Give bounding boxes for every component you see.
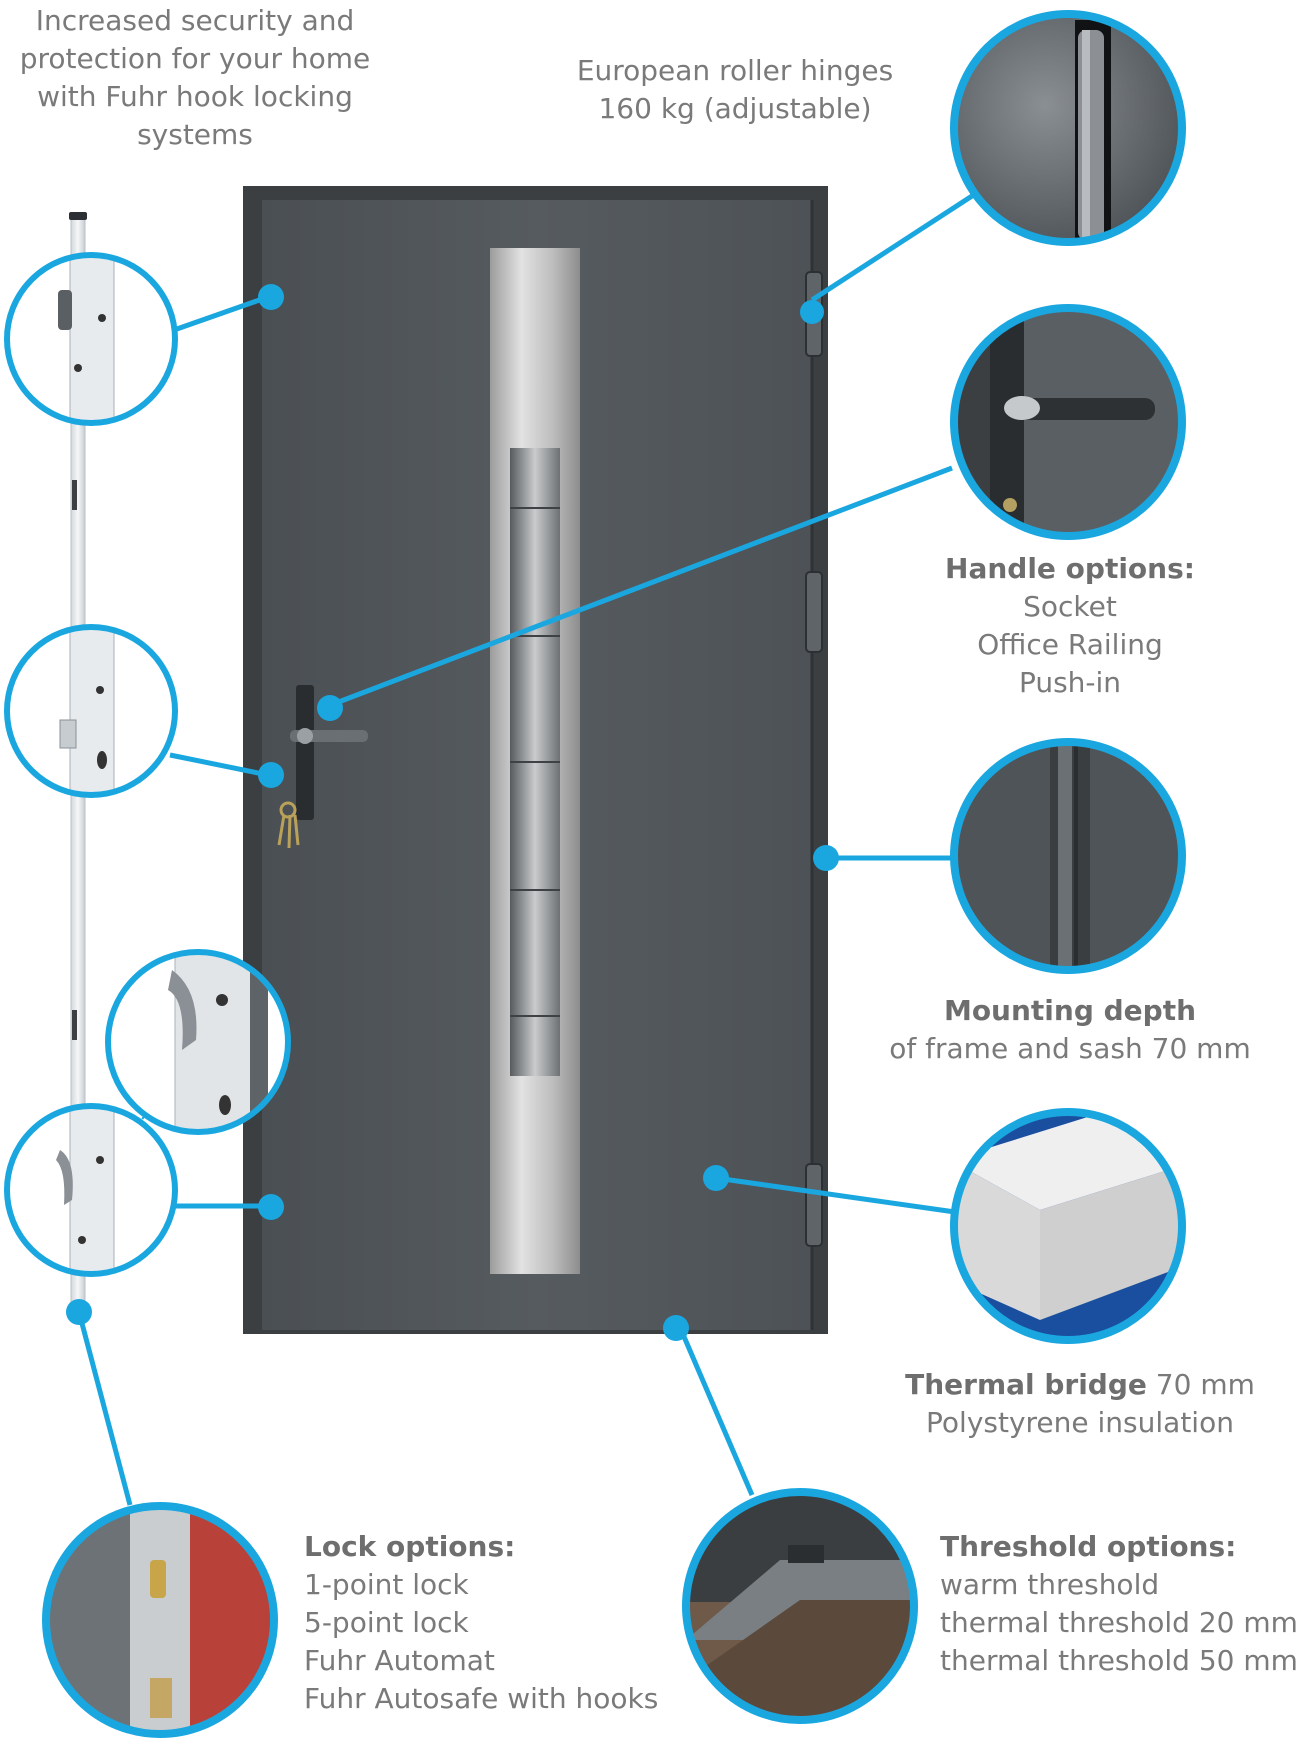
detail-callout-circle xyxy=(4,624,178,798)
mounting-depth-subtitle: of frame and sash 70 mm xyxy=(889,1032,1251,1065)
key-icon xyxy=(277,801,300,849)
lock-option: Fuhr Autosafe with hooks xyxy=(304,1682,659,1715)
handle-options: Handle options: Socket Office Railing Pu… xyxy=(920,550,1220,702)
thermal-bridge: Thermal bridge 70 mm Polystyrene insulat… xyxy=(900,1366,1260,1442)
detail-callout-circle xyxy=(4,252,178,426)
threshold-options-title: Threshold options: xyxy=(940,1530,1237,1563)
security-line: protection for your home xyxy=(19,42,371,75)
handle-option: Push-in xyxy=(1018,666,1122,699)
handle-icon xyxy=(290,685,368,820)
lock-options: Lock options: 1-point lock 5-point lock … xyxy=(304,1528,684,1718)
hinges-line: 160 kg (adjustable) xyxy=(598,92,872,125)
lock-options-title: Lock options: xyxy=(304,1530,516,1563)
threshold-option: thermal threshold 20 mm xyxy=(940,1606,1298,1639)
detail-callout-circle xyxy=(4,1103,178,1277)
lock-option: 5-point lock xyxy=(304,1606,469,1639)
lock-option: Fuhr Automat xyxy=(304,1644,495,1677)
threshold-options: Threshold options: warm threshold therma… xyxy=(940,1528,1300,1680)
detail-callout-circle xyxy=(950,304,1186,540)
threshold-option: thermal threshold 50 mm xyxy=(940,1644,1298,1677)
connector-lines xyxy=(76,193,974,1506)
thermal-bridge-value: 70 mm xyxy=(1146,1368,1255,1401)
security-line: systems xyxy=(137,118,253,151)
detail-callout-circle xyxy=(42,1502,278,1738)
hinges-line: European roller hinges xyxy=(576,54,894,87)
mounting-depth-title: Mounting depth xyxy=(943,994,1197,1027)
hinges-description: European roller hinges 160 kg (adjustabl… xyxy=(560,52,910,128)
detail-callout-circle xyxy=(950,738,1186,974)
thermal-bridge-title: Thermal bridge xyxy=(905,1368,1147,1401)
mounting-depth: Mounting depth of frame and sash 70 mm xyxy=(880,992,1260,1068)
thermal-bridge-subtitle: Polystyrene insulation xyxy=(926,1406,1234,1439)
detail-callout-circle xyxy=(105,949,291,1135)
handle-option: Socket xyxy=(1023,590,1117,623)
detail-callout-circle xyxy=(682,1488,918,1724)
handle-options-title: Handle options: xyxy=(945,552,1195,585)
lock-option: 1-point lock xyxy=(304,1568,469,1601)
handle-option: Office Railing xyxy=(977,628,1163,661)
detail-callout-circle xyxy=(950,1108,1186,1344)
security-description: Increased security and protection for yo… xyxy=(10,2,380,154)
security-line: Increased security and xyxy=(35,4,355,37)
detail-callout-circle xyxy=(950,10,1186,246)
hinge-bottom xyxy=(805,1163,823,1247)
connector-dots xyxy=(66,284,839,1341)
security-line: with Fuhr hook locking xyxy=(37,80,353,113)
threshold-option: warm threshold xyxy=(940,1568,1160,1601)
hinge-middle xyxy=(805,571,823,653)
